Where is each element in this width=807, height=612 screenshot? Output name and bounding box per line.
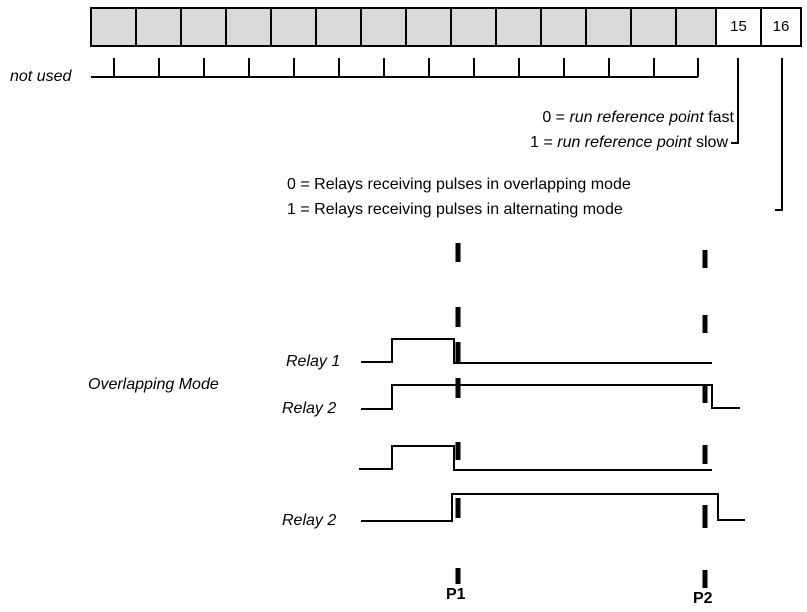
register-cell-4 [225,7,272,47]
relay2-label-alternating: Relay 2 [282,512,337,529]
bit15-description-1: 1 = run reference point slow [530,134,728,152]
relay2-overlapping-waveform [361,384,740,410]
bit15-line0-prefix: 0 = [542,109,570,126]
register-unused-cells [90,7,717,47]
bit-15-label: 15 [730,18,747,35]
register-cell-9 [450,7,497,47]
bit15-line1-suffix: slow [691,134,728,151]
bit15-description-0: 0 = run reference point fast [542,109,734,127]
not-used-bracket [91,58,699,78]
relay1-label: Relay 1 [286,353,341,370]
register-cell-12 [585,7,632,47]
relay1-overlapping-waveform [361,338,712,364]
register-cell-3 [180,7,227,47]
bit15-line1-italic: run reference point [557,134,692,151]
bit15-line0-italic: run reference point [569,109,704,126]
register-cell-11 [540,7,587,47]
bit15-line1-prefix: 1 = [530,134,558,151]
not-used-label: not used [10,68,72,85]
relay2-alternating-waveform [361,493,745,522]
register-cell-6 [315,7,362,47]
register-cell-13 [630,7,677,47]
bit16-description-1: 1 = Relays receiving pulses in alternati… [287,201,623,218]
bit-16-label: 16 [772,18,790,35]
relay2-label-overlapping: Relay 2 [282,400,337,417]
bit15-line0-suffix: fast [703,109,734,126]
bit15-leader-line [731,58,739,144]
register-cell-8 [405,7,452,47]
register-cell-10 [495,7,542,47]
p2-marker-label: P2 [693,590,713,607]
register-cell-2 [135,7,182,47]
bit16-leader-line [775,58,783,211]
register-cell-15 [715,7,762,47]
bit16-description-0: 0 = Relays receiving pulses in overlappi… [287,176,631,193]
register-cell-16 [760,7,802,47]
register-cell-7 [360,7,407,47]
register-cell-5 [270,7,317,47]
relay1-alternating-waveform [359,445,712,471]
register-cell-1 [90,7,137,47]
overlapping-mode-label: Overlapping Mode [88,376,219,393]
p1-marker-label: P1 [446,586,466,603]
register-cell-14 [675,7,717,47]
